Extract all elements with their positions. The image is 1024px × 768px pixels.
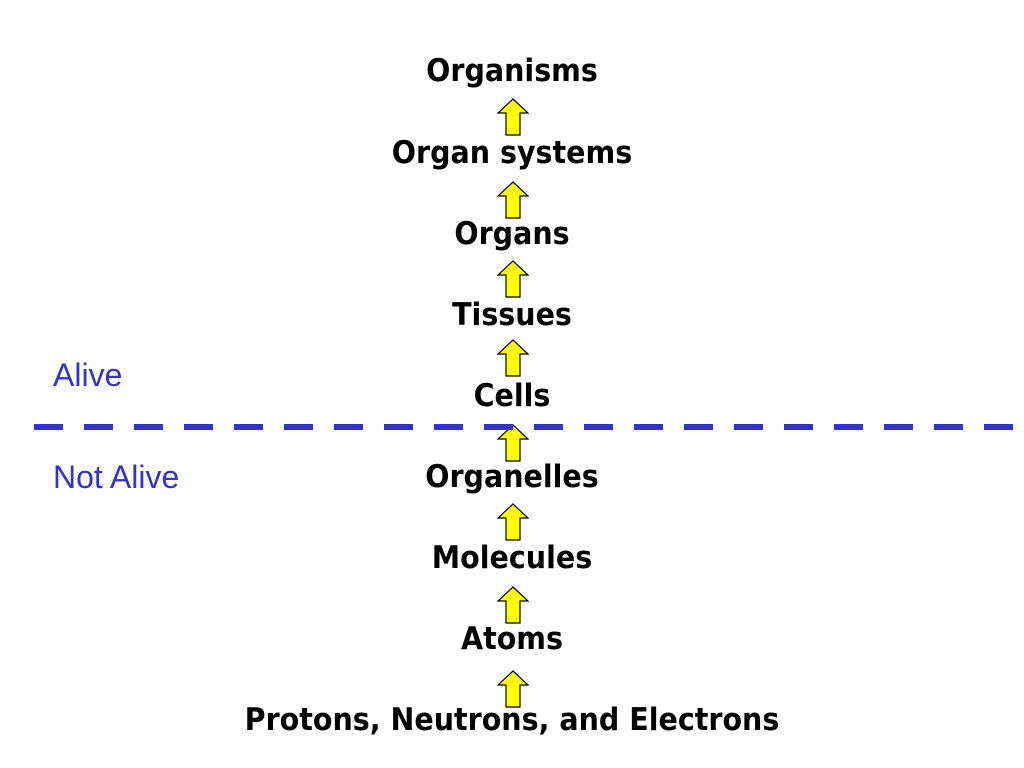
not-alive-zone-label: Not Alive bbox=[53, 459, 180, 495]
level-label-cells: Cells bbox=[473, 378, 551, 414]
up-arrow-icon bbox=[497, 339, 529, 377]
level-label-organ-systems: Organ systems bbox=[391, 135, 633, 171]
level-label-protons-neutrons-electrons: Protons, Neutrons, and Electrons bbox=[244, 702, 780, 738]
up-arrow-icon bbox=[497, 503, 529, 541]
up-arrow-icon bbox=[497, 98, 529, 136]
level-label-tissues: Tissues bbox=[452, 297, 572, 333]
up-arrow-icon bbox=[497, 670, 529, 708]
level-label-atoms: Atoms bbox=[460, 621, 564, 657]
up-arrow-icon bbox=[497, 586, 529, 624]
level-label-organisms: Organisms bbox=[426, 53, 598, 89]
level-label-organs: Organs bbox=[454, 216, 570, 252]
up-arrow-icon bbox=[497, 260, 529, 298]
level-label-molecules: Molecules bbox=[431, 540, 593, 576]
up-arrow-icon bbox=[497, 424, 529, 462]
level-label-organelles: Organelles bbox=[425, 459, 599, 495]
up-arrow-icon bbox=[497, 181, 529, 219]
alive-zone-label: Alive bbox=[53, 357, 123, 393]
